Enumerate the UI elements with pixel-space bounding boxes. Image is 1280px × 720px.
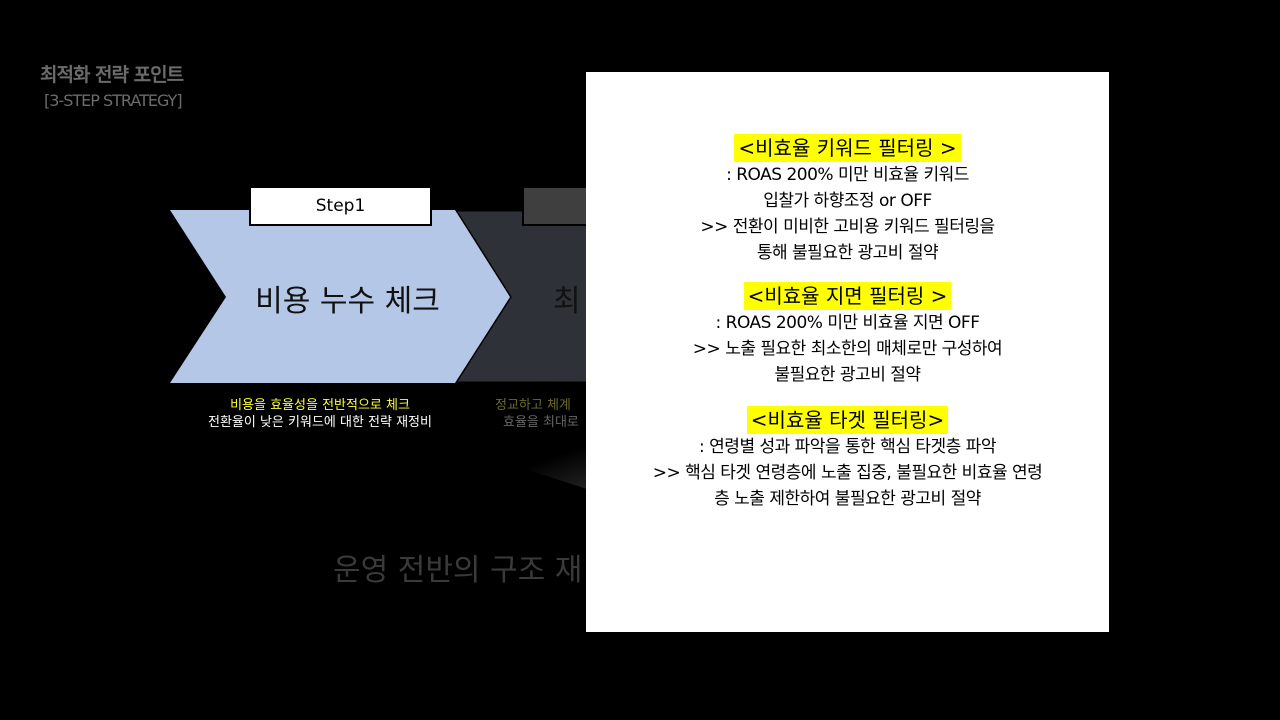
step1-caption-highlight: 비용을 효율성을 전반적으로 체크: [230, 398, 410, 413]
section-line: >> 전환이 미비한 고비용 키워드 필터링을: [700, 217, 995, 237]
section-heading: <비효율 타겟 필터링>: [746, 406, 949, 434]
step1-caption: 비용을 효율성을 전반적으로 체크 전환율이 낮은 키워드에 대한 전략 재정비: [170, 397, 470, 431]
step1-title: 비용 누수 체크: [255, 284, 440, 319]
step2-caption-text: 효율을 최대로: [503, 415, 579, 430]
section-line: : 연령별 성과 파악을 통한 핵심 타겟층 파악: [699, 437, 996, 457]
section-line: 층 노출 제한하여 불필요한 광고비 절약: [714, 489, 981, 509]
step2-title: 최: [553, 284, 581, 319]
section-heading: <비효율 지면 필터링 >: [743, 282, 952, 310]
step1-caption-text: 전환율이 낮은 키워드에 대한 전략 재정비: [208, 415, 432, 430]
step2-caption: 정교하고 체계 효율을 최대로: [495, 397, 615, 431]
step1-label: Step1: [249, 186, 432, 226]
section-keyword-filtering: <비효율 키워드 필터링 > : ROAS 200% 미만 비효율 키워드 입찰…: [586, 134, 1109, 266]
strategy-detail-panel: <비효율 키워드 필터링 > : ROAS 200% 미만 비효율 키워드 입찰…: [586, 72, 1109, 632]
section-placement-filtering: <비효율 지면 필터링 > : ROAS 200% 미만 비효율 지면 OFF …: [586, 282, 1109, 388]
section-line: : ROAS 200% 미만 비효율 키워드: [726, 165, 969, 185]
step1-chevron: [170, 210, 510, 383]
section-line: : ROAS 200% 미만 비효율 지면 OFF: [715, 313, 980, 333]
section-heading: <비효율 키워드 필터링 >: [734, 134, 961, 162]
section-line: >> 노출 필요한 최소한의 매체로만 구성하여: [692, 339, 1003, 359]
section-line: 입찰가 하향조정 or OFF: [763, 191, 932, 211]
step2-caption-highlight: 정교하고 체계: [495, 398, 571, 413]
page-subtitle: [3-STEP STRATEGY]: [44, 91, 183, 110]
section-line: >> 핵심 타겟 연령층에 노출 집중, 불필요한 비효율 연령: [652, 463, 1043, 483]
section-line: 불필요한 광고비 절약: [774, 365, 921, 385]
page-title: 최적화 전략 포인트: [40, 64, 184, 86]
section-target-filtering: <비효율 타겟 필터링> : 연령별 성과 파악을 통한 핵심 타겟층 파악 >…: [586, 406, 1109, 512]
section-line: 통해 불필요한 광고비 절약: [756, 243, 939, 263]
bottom-summary: 운영 전반의 구조 재: [333, 553, 583, 588]
